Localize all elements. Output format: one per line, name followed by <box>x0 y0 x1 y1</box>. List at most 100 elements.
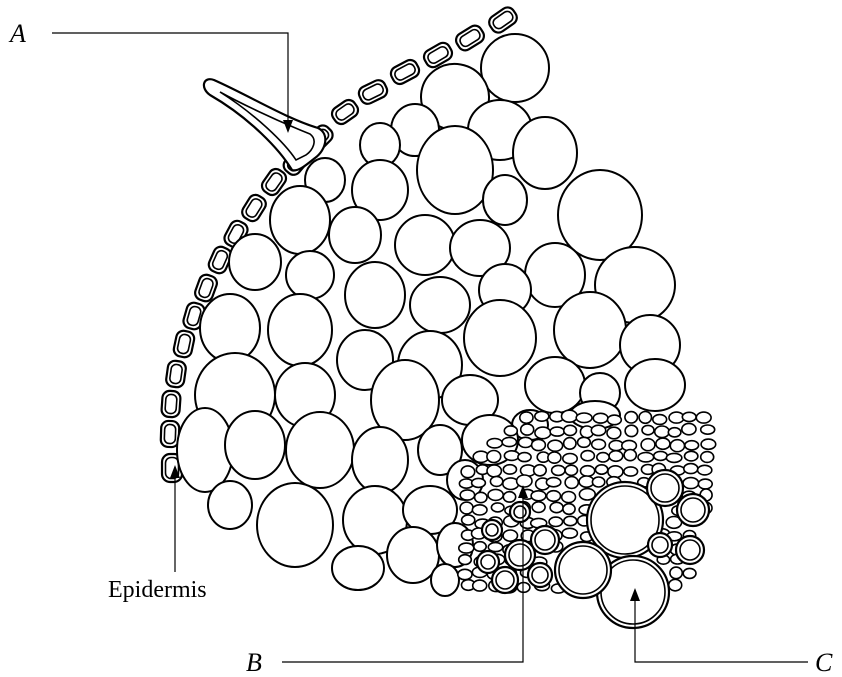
vascular-cell <box>531 491 546 501</box>
vascular-cell <box>461 466 475 478</box>
vascular-cell <box>462 515 475 525</box>
vascular-cell <box>607 427 621 439</box>
cortex-cell <box>483 175 527 225</box>
label-a: A <box>8 19 26 48</box>
vascular-cell <box>670 567 682 579</box>
cortex-cell <box>257 483 333 567</box>
vascular-cell <box>519 437 533 447</box>
xylem-vessel <box>676 536 704 564</box>
vascular-cell <box>593 413 608 423</box>
vascular-cell <box>521 424 534 435</box>
xylem-vessel <box>555 542 611 598</box>
vascular-cell <box>562 410 578 422</box>
cortex-cell <box>525 357 585 413</box>
cortex-cell <box>332 546 384 590</box>
vascular-cell <box>564 425 577 435</box>
cortex-cell <box>229 234 281 290</box>
epidermal-cell <box>388 57 421 86</box>
vascular-cell <box>552 465 565 475</box>
vascular-cell <box>548 452 561 463</box>
vascular-cell <box>548 440 563 451</box>
vascular-cell <box>503 492 515 502</box>
label-c: C <box>815 648 833 677</box>
vascular-cell <box>549 517 563 526</box>
vascular-cell <box>475 492 487 502</box>
cortex-cell <box>410 277 470 333</box>
cortex-cell <box>464 300 536 376</box>
vascular-cell <box>562 492 576 503</box>
vascular-cell <box>563 504 575 515</box>
cortex-cell <box>208 481 252 529</box>
vascular-cell <box>592 477 604 487</box>
cortex-cell <box>554 292 626 368</box>
vascular-cell <box>641 439 655 451</box>
vascular-cell <box>670 440 684 452</box>
xylem-vessel <box>482 520 502 540</box>
vascular-cell <box>609 451 623 462</box>
epidermal-cell <box>329 97 361 127</box>
xylem-vessel <box>648 533 672 557</box>
cortex-cell <box>625 359 685 411</box>
vascular-cell <box>656 438 670 449</box>
vascular-cell <box>460 490 474 500</box>
vascular-cell <box>625 412 638 423</box>
vascular-cell <box>624 450 636 461</box>
vascular-cell <box>624 467 638 476</box>
vascular-cell <box>685 451 698 461</box>
vascular-cell <box>491 503 504 512</box>
vascular-cell <box>487 439 502 448</box>
vascular-cell <box>576 413 592 423</box>
vascular-cell <box>518 453 531 462</box>
cortex-cell <box>352 427 408 493</box>
vascular-cell <box>654 451 668 460</box>
vascular-cell <box>487 451 501 463</box>
vascular-cell <box>547 491 561 502</box>
vascular-cell <box>701 452 714 463</box>
cortex-cell <box>329 207 381 263</box>
vascular-cell <box>701 425 715 434</box>
epidermal-cell <box>161 390 181 417</box>
vascular-cell <box>653 415 667 425</box>
epidermal-cell <box>453 23 486 53</box>
vascular-cell <box>683 568 696 578</box>
vascular-cell <box>459 555 472 565</box>
vascular-cell <box>669 579 682 591</box>
cortex-cell <box>395 215 455 275</box>
epidermal-cell <box>172 329 195 358</box>
root-hair <box>204 79 325 170</box>
vascular-cell <box>682 423 696 434</box>
cortex-cell <box>286 412 354 488</box>
vascular-cell <box>487 465 501 477</box>
vascular-cell <box>639 412 651 424</box>
vascular-cell <box>532 439 546 450</box>
vascular-cell <box>490 476 502 486</box>
cortex-cell <box>513 117 577 189</box>
epidermal-cell <box>165 360 186 388</box>
vascular-cell <box>546 478 560 487</box>
vascular-cell <box>459 543 474 553</box>
vascular-cell <box>504 426 517 436</box>
vascular-cell <box>696 412 711 423</box>
vascular-cell <box>592 439 606 449</box>
vascular-cell <box>535 411 549 421</box>
cortex-cell <box>481 34 549 102</box>
vascular-cell <box>517 475 532 487</box>
vascular-cell <box>685 441 699 450</box>
xylem-vessel <box>677 494 709 526</box>
vascular-cell <box>701 439 716 449</box>
vascular-cell <box>535 427 551 439</box>
vascular-cell <box>550 427 564 436</box>
xylem-vessel <box>510 502 530 522</box>
vascular-cell <box>550 502 563 512</box>
vascular-cell <box>458 569 472 579</box>
vascular-cell <box>608 466 623 478</box>
vascular-cell <box>460 502 473 514</box>
cortex-cell <box>286 251 334 299</box>
cortex-cell <box>200 294 260 362</box>
vascular-cell <box>562 528 577 538</box>
xylem-vessel <box>477 551 499 573</box>
vascular-cell <box>684 464 698 474</box>
vascular-cell <box>563 454 577 464</box>
cortex-cell <box>417 126 493 214</box>
vascular-cell <box>473 580 487 591</box>
